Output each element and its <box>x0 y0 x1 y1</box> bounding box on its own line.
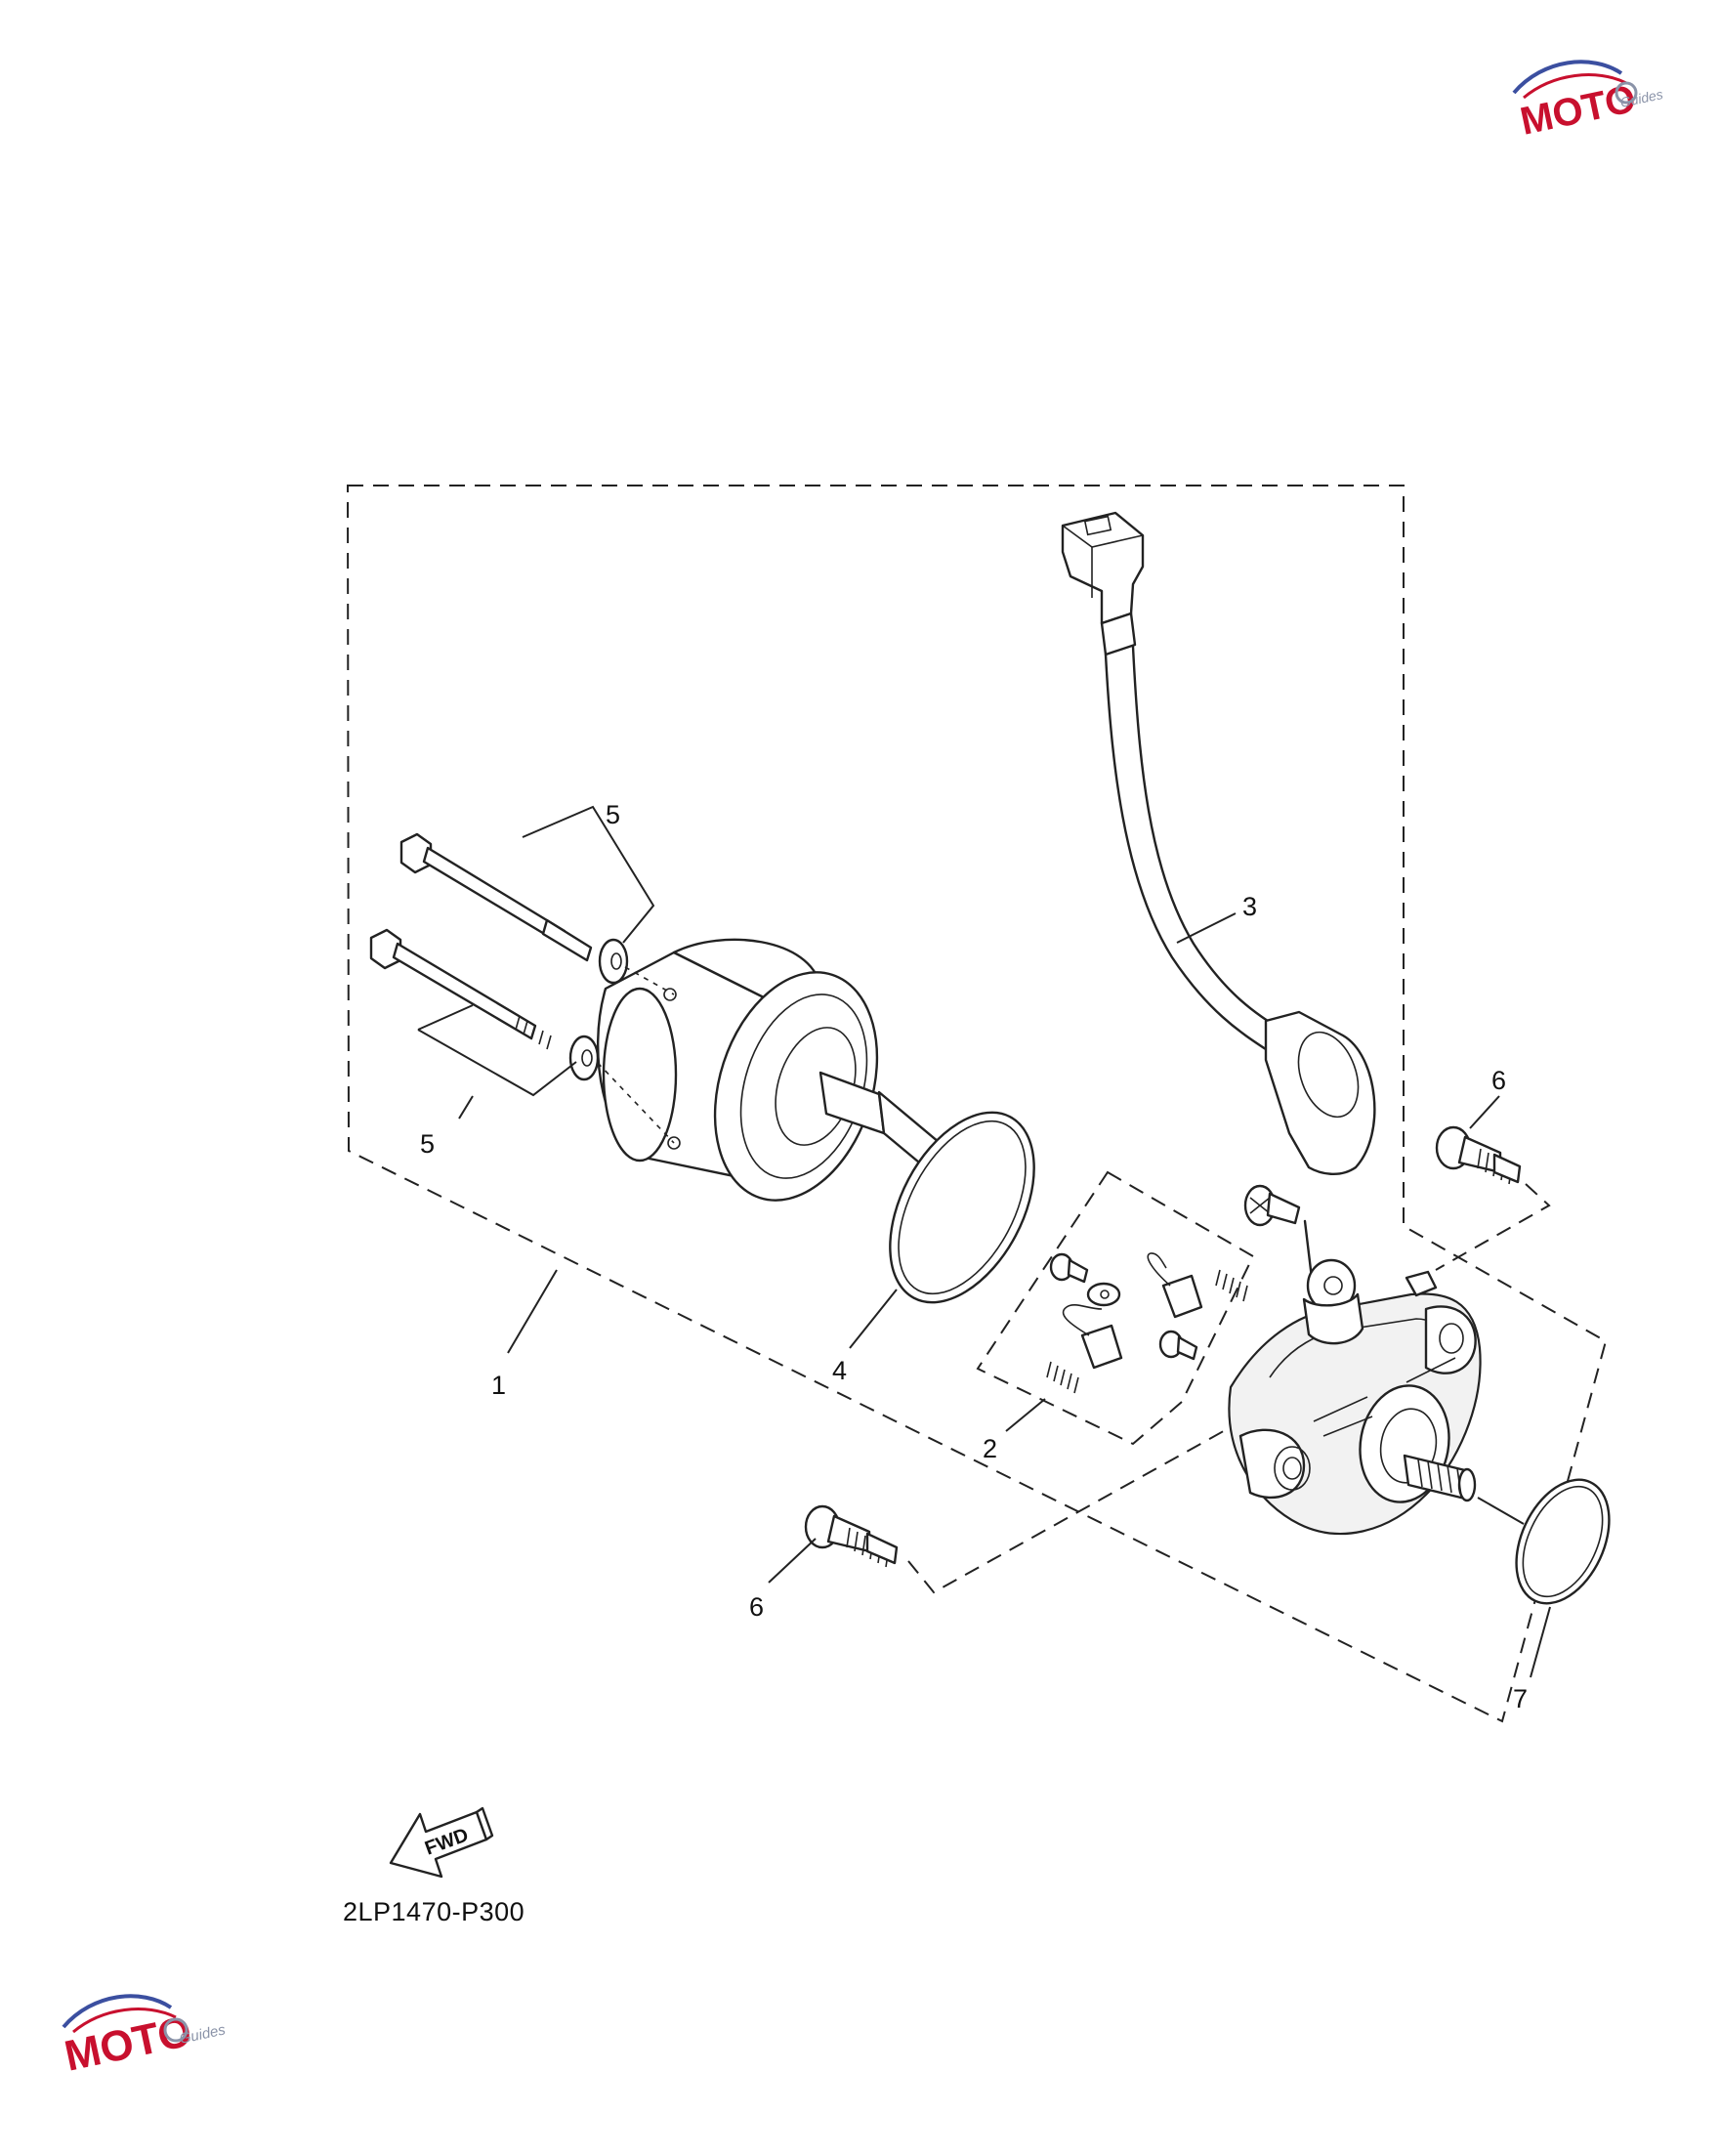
long-bolt-top <box>399 832 593 962</box>
starter-lead-cable <box>1061 511 1376 1175</box>
brush-set <box>1046 1252 1248 1394</box>
diagram-reference-code: 2LP1470-P300 <box>343 1897 525 1926</box>
callout-6-right: 6 <box>1491 1066 1506 1095</box>
callout-5-top: 5 <box>606 800 620 829</box>
moto-guides-logo: MOTO Guides <box>1512 60 1664 144</box>
washer-bottom <box>568 1035 600 1081</box>
callout-1: 1 <box>491 1371 506 1400</box>
o-ring-large <box>889 1111 1035 1304</box>
callout-6-left: 6 <box>749 1592 764 1622</box>
assembly-boundary-outline <box>346 485 1608 1723</box>
front-cover-housing <box>1228 1270 1482 1536</box>
moto-guides-logo-bottom: MOTO Guides <box>61 1994 228 2081</box>
brush-set-boundary-outline <box>976 1170 1255 1446</box>
callout-5-bottom: 5 <box>420 1129 435 1159</box>
callout-leaders <box>417 805 1551 1678</box>
callout-3: 3 <box>1242 892 1257 921</box>
short-bolt-left <box>804 1504 899 1568</box>
fwd-arrow-icon: FWD <box>389 1806 494 1879</box>
ring-terminal <box>1306 1258 1357 1313</box>
o-ring-small <box>1515 1478 1611 1605</box>
terminal-screw <box>1243 1184 1301 1227</box>
callout-2: 2 <box>983 1434 997 1463</box>
long-bolt-bottom <box>369 928 552 1050</box>
short-bolt-right <box>1435 1125 1522 1185</box>
callout-7: 7 <box>1513 1684 1528 1713</box>
washer-top <box>598 938 629 985</box>
callout-4: 4 <box>832 1356 847 1385</box>
